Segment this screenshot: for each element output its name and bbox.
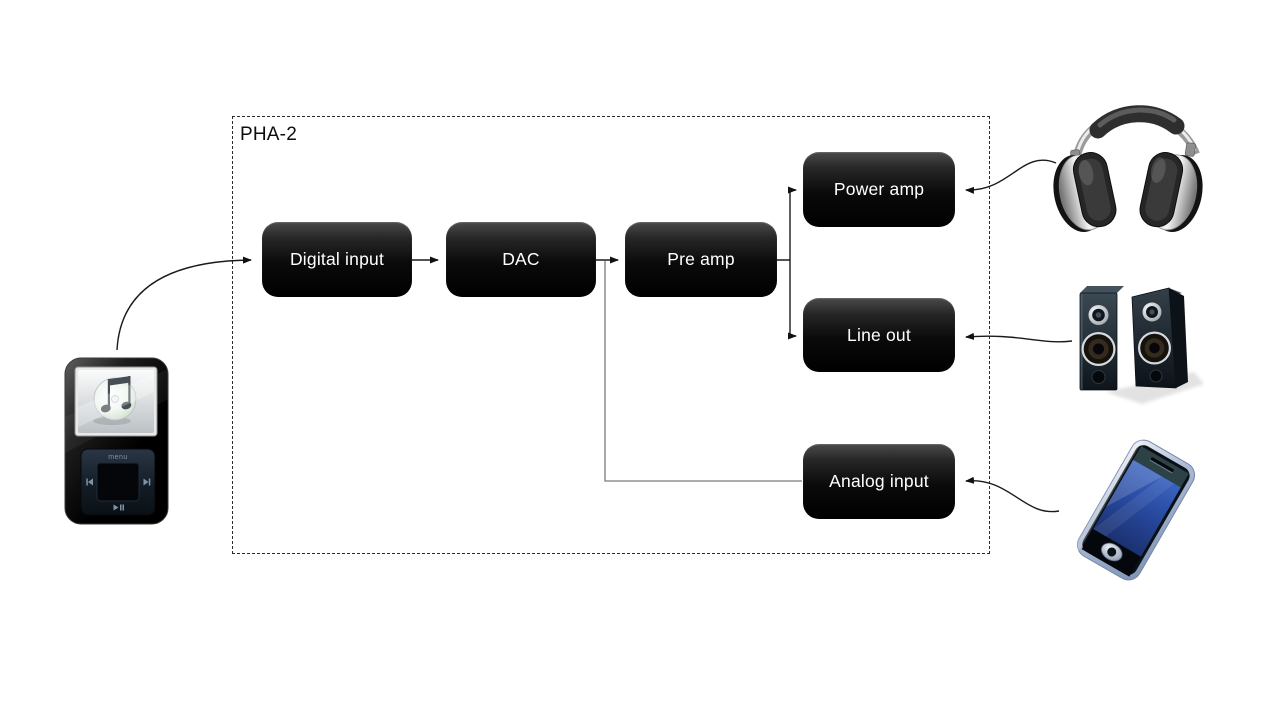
media-player-image: menu (64, 357, 169, 525)
edge-speakers-to-line-out (965, 332, 1073, 343)
earpiece-slit (1150, 457, 1174, 472)
edge-player-to-digital-input (116, 256, 252, 351)
smartphone-body (1073, 436, 1196, 581)
right-earcup (1139, 152, 1203, 232)
node-power-amp: Power amp (803, 152, 955, 227)
menu-button: menu (108, 454, 128, 461)
play-pause-icon (113, 504, 119, 511)
next-track-icon (143, 478, 149, 486)
node-digital-input: Digital input (262, 222, 412, 297)
node-power-amp-label: Power amp (833, 179, 925, 199)
media-player-controls: menu (80, 448, 156, 516)
node-line-out: Line out (803, 298, 955, 372)
container-title: PHA-2 (240, 124, 297, 145)
node-analog-input: Analog input (803, 444, 955, 519)
edge-headphones-to-power-amp (965, 159, 1057, 194)
pha2-dashed-container (232, 116, 990, 554)
speakers-image (1079, 286, 1204, 404)
headband (1070, 105, 1200, 165)
media-player-screen (74, 366, 158, 437)
screen-gloss (78, 374, 154, 427)
edge-pre-amp-split-trunk (777, 190, 791, 336)
node-pre-amp-label: Pre amp (667, 249, 735, 269)
music-note-icon (100, 376, 132, 413)
node-dac: DAC (446, 222, 596, 297)
right-speaker (1131, 287, 1188, 389)
left-port (1091, 370, 1106, 384)
node-digital-input-label: Digital input (289, 249, 385, 269)
left-speaker (1079, 286, 1124, 391)
node-analog-input-label: Analog input (829, 471, 929, 491)
edge-phone-to-analog-input (965, 476, 1060, 513)
prev-track-icon (88, 478, 93, 486)
left-earcup (1053, 152, 1117, 232)
node-dac-label: DAC (502, 249, 540, 269)
node-pre-amp: Pre amp (625, 222, 777, 297)
phone-screen (1093, 459, 1181, 557)
smartphone-image (1073, 436, 1196, 581)
right-port (1149, 369, 1163, 383)
headphones-image (1053, 105, 1203, 232)
edge-analog-input-junction (604, 261, 802, 482)
node-line-out-label: Line out (847, 324, 911, 345)
